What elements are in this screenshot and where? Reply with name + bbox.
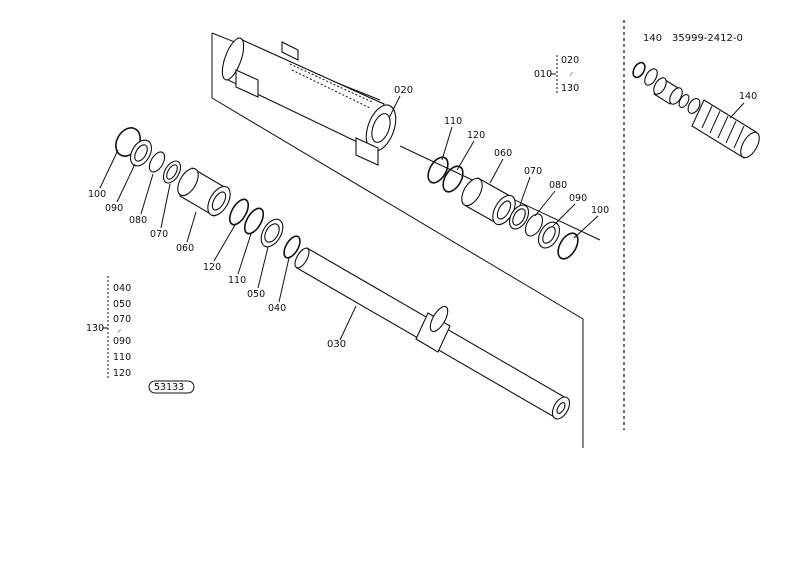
label-boot: 140 <box>739 91 757 102</box>
piston-rod-030 <box>294 247 571 420</box>
label-snap100-left: 100 <box>88 189 106 200</box>
left-leaders <box>99 149 290 303</box>
right-leaders <box>441 126 599 239</box>
assembly-010-item-0: 020 <box>561 55 579 66</box>
boot-140-parts <box>632 61 760 159</box>
assembly-010-label: 010 <box>534 69 552 80</box>
assembly-010-bracket: 010 020 ⸝ 130 <box>534 55 579 95</box>
label-oring110-right: 110 <box>444 116 462 127</box>
label-snap100-right: 100 <box>591 205 609 216</box>
label-spacer-left: 050 <box>247 289 265 300</box>
label-backup120-right: 120 <box>467 130 485 141</box>
label-ring070-right: 070 <box>524 166 542 177</box>
label-nut-left: 040 <box>268 303 286 314</box>
left-seal-parts <box>115 127 301 259</box>
kit-130-item-1: 050 <box>113 299 131 310</box>
label-backup120-left: 120 <box>203 262 221 273</box>
kit-130-item-2: 070 <box>113 314 131 325</box>
leader-rod <box>339 305 357 341</box>
stamp-badge: 53133 <box>148 380 195 394</box>
kit-130-label: 130 <box>86 323 104 334</box>
kit-130-item-0: 040 <box>113 283 131 294</box>
svg-text:⸝: ⸝ <box>117 324 122 335</box>
label-oring110-left: 110 <box>228 275 246 286</box>
label-piston-right: 060 <box>494 148 512 159</box>
kit-130-item-4: 110 <box>113 352 131 363</box>
label-tube: 020 <box>394 85 413 96</box>
kit-130-item-3: 090 <box>113 336 131 347</box>
label-ring090-right: 090 <box>569 193 587 204</box>
svg-text:⸝: ⸝ <box>569 67 574 78</box>
label-ring090-left: 090 <box>105 203 123 214</box>
assembly-010-item-1: 130 <box>561 83 579 94</box>
stamp-text: 53133 <box>154 382 184 393</box>
right-seal-parts <box>427 156 579 260</box>
label-piston-left: 060 <box>176 243 194 254</box>
label-rod: 030 <box>327 339 346 350</box>
kit-130-bracket: 130 040 050 070 ⸝ 090 110 120 <box>86 276 131 380</box>
leader-tube <box>388 95 401 119</box>
header-part-number: 35999-2412-0 <box>672 33 743 44</box>
header-ref: 140 <box>643 33 662 44</box>
label-ring070-left: 070 <box>150 229 168 240</box>
label-ring080-left: 080 <box>129 215 147 226</box>
kit-130-item-5: 120 <box>113 368 131 379</box>
label-ring080-right: 080 <box>549 180 567 191</box>
cylinder-tube-020 <box>221 37 397 166</box>
leader-boot <box>729 102 745 119</box>
